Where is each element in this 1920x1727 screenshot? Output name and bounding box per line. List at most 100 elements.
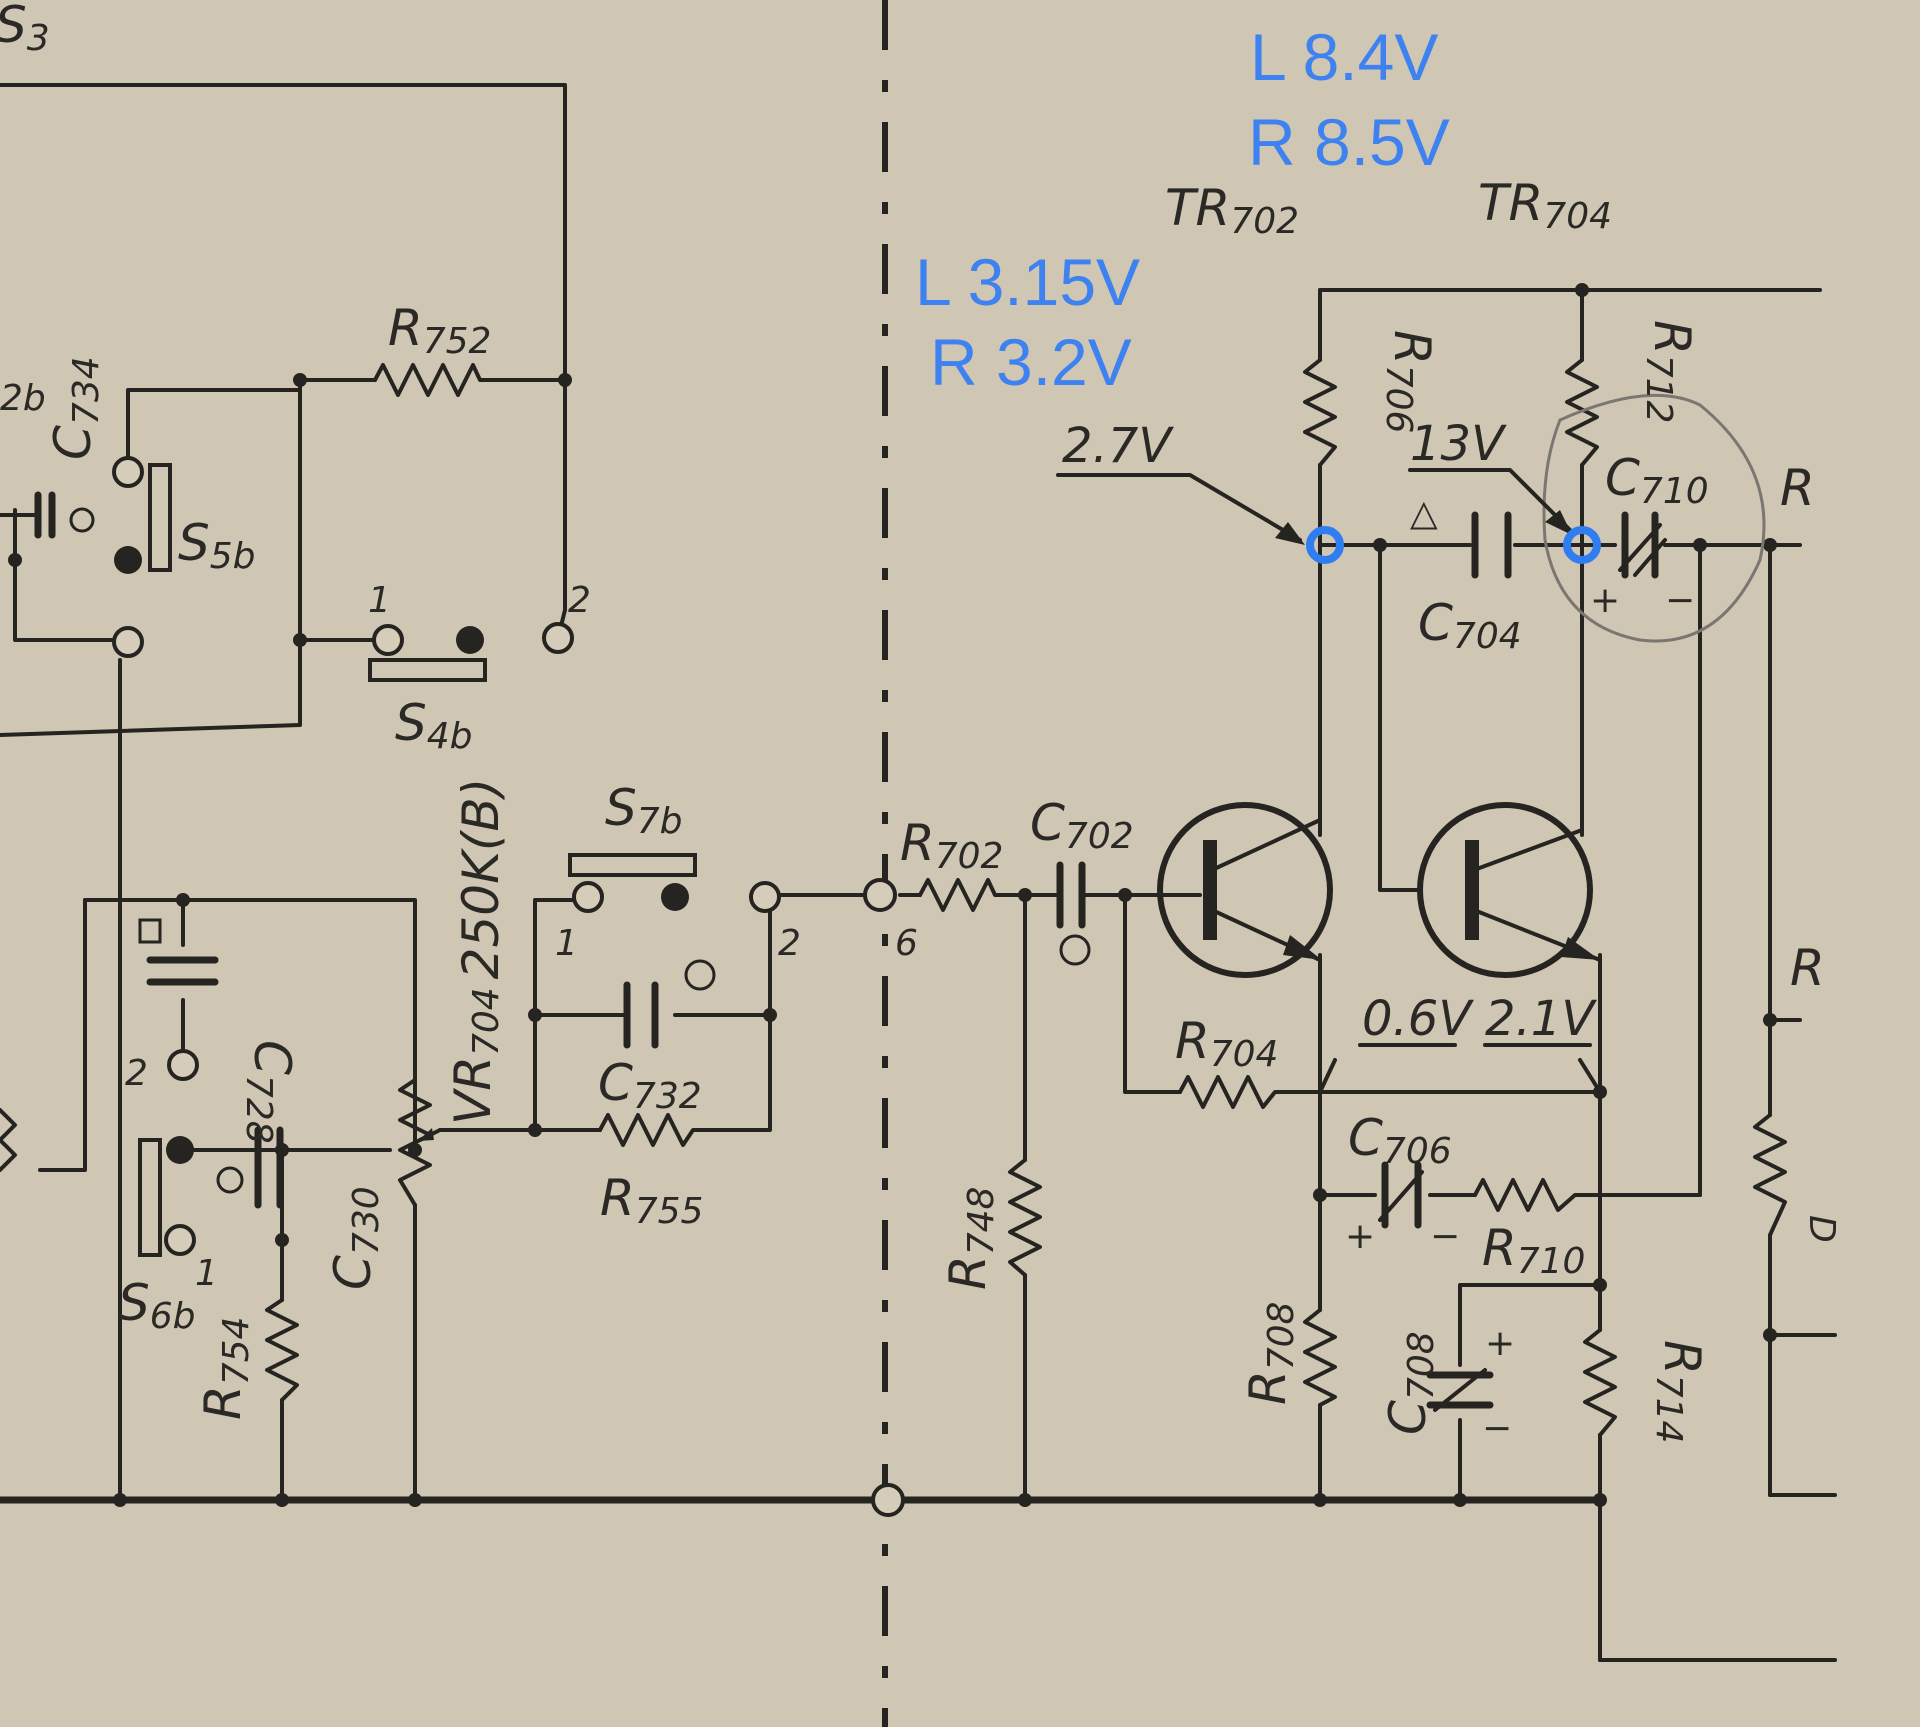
voltage-base: 2.7V xyxy=(1062,418,1174,474)
label-s4b-pin1: 1 xyxy=(368,580,391,621)
probe-marker-tr702-collector xyxy=(1306,526,1344,564)
left-section-wiring xyxy=(0,83,872,1507)
label-c728: C728 xyxy=(238,1040,301,1144)
label-c706-plus: + xyxy=(1345,1216,1375,1257)
label-r702: R702 xyxy=(900,814,1003,877)
label-c708: C708 xyxy=(1379,1331,1442,1435)
transistor-tr704 xyxy=(1417,802,1602,978)
label-r-edge-mid: R xyxy=(1790,939,1825,997)
label-c706-minus: − xyxy=(1430,1216,1460,1257)
capacitor-c728 xyxy=(138,918,219,986)
label-s7b: S7b xyxy=(605,779,683,842)
label-cut-left: 2b xyxy=(0,378,46,419)
switch-s7b xyxy=(568,853,781,913)
label-r708: R708 xyxy=(1239,1302,1302,1405)
resistor-r752 xyxy=(373,363,492,397)
switch-s6b xyxy=(138,1049,199,1257)
junction-dots xyxy=(8,283,1777,1507)
switches xyxy=(112,456,905,1517)
transistor-tr702 xyxy=(1157,802,1333,978)
label-r712: R712 xyxy=(1638,320,1701,423)
wire-top-loop xyxy=(0,83,567,382)
label-r748: R748 xyxy=(939,1187,1002,1290)
capacitor-c708 xyxy=(1426,1368,1494,1412)
label-c730: C730 xyxy=(324,1186,387,1290)
resistor-r754 xyxy=(265,1298,299,1402)
voltage-arrows xyxy=(1056,468,1592,1047)
resistor-r706 xyxy=(1303,358,1337,467)
label-c708-minus: − xyxy=(1482,1408,1512,1449)
label-c706: C706 xyxy=(1348,1109,1452,1172)
label-c710-minus: − xyxy=(1665,580,1695,621)
capacitor-c702 xyxy=(1056,861,1091,966)
label-s6b: S6b xyxy=(118,1274,196,1337)
voltage-annotations: 2.7V 13V 0.6V 2.1V xyxy=(1062,416,1597,1047)
label-s5b: S5b xyxy=(178,514,256,577)
voltage-emitter2: 2.1V xyxy=(1485,991,1597,1047)
voltage-emitter1: 0.6V xyxy=(1362,991,1474,1047)
capacitor-c730 xyxy=(216,1126,284,1209)
capacitor-c710 xyxy=(1618,511,1667,579)
connector-pin-6 xyxy=(863,878,897,912)
label-s4b: S4b xyxy=(395,694,473,757)
capacitor-c734 xyxy=(0,491,95,539)
capacitor-c704 xyxy=(1471,511,1512,579)
wire-s4b-right xyxy=(558,378,567,632)
resistor-edge-right xyxy=(1753,1113,1787,1237)
wire-s7b-left xyxy=(533,898,590,1017)
capacitors xyxy=(0,491,1667,1412)
measurement-right-r: R 8.5V xyxy=(1248,105,1450,179)
wire-s5b-bottom xyxy=(13,508,130,642)
label-r755: R755 xyxy=(600,1169,703,1232)
measurement-left-l: L 3.15V xyxy=(915,245,1140,319)
label-r714: R714 xyxy=(1648,1340,1711,1443)
label-r704: R704 xyxy=(1175,1012,1278,1075)
connector-ground xyxy=(871,1483,905,1517)
resistor-r710 xyxy=(1473,1178,1597,1212)
label-c704: C704 xyxy=(1418,594,1522,657)
component-labels: S3 2b C734 S5b R752 S4b 1 2 S7b 1 2 6 C7… xyxy=(0,0,1842,1449)
measurement-right-l: L 8.4V xyxy=(1250,20,1438,94)
wire-c728-loop xyxy=(83,898,417,1147)
resistor-edge-left xyxy=(0,1108,17,1172)
capacitor-c732 xyxy=(623,959,716,1049)
resistor-r755 xyxy=(598,1113,702,1147)
resistor-r748 xyxy=(1008,1158,1042,1277)
wire-c734-top xyxy=(126,388,302,467)
label-r710: R710 xyxy=(1482,1219,1585,1282)
resistor-r704 xyxy=(1178,1075,1287,1109)
switch-s4b xyxy=(368,622,574,682)
capacitor-c706 xyxy=(1378,1161,1424,1229)
wire-left-drop xyxy=(38,898,87,1172)
label-c728-pin2: 2 xyxy=(125,1053,148,1094)
label-c710-plus: + xyxy=(1590,580,1620,621)
label-tr702: TR702 xyxy=(1165,179,1299,242)
label-c708-plus: + xyxy=(1485,1323,1515,1364)
wire-c708-top xyxy=(1458,1283,1602,1367)
label-delta: △ xyxy=(1410,493,1438,534)
label-pin-6: 6 xyxy=(895,923,918,964)
probe-marker-c704-output xyxy=(1563,526,1601,564)
label-edge-d: D xyxy=(1801,1215,1842,1243)
wire-left-bus xyxy=(0,378,302,737)
label-c710: C710 xyxy=(1605,449,1709,512)
wire-r755-right xyxy=(698,903,772,1132)
resistor-r714 xyxy=(1583,1328,1617,1437)
label-c734: C734 xyxy=(44,356,107,460)
label-s3: S3 xyxy=(0,0,50,59)
wire-tr704-base xyxy=(1378,543,1422,892)
label-s6b-pin1: 1 xyxy=(195,1253,218,1294)
label-c702: C702 xyxy=(1030,794,1134,857)
measurement-left-r: R 3.2V xyxy=(930,325,1132,399)
pencil-annotation-circle xyxy=(1542,393,1766,643)
label-r-edge-top: R xyxy=(1780,459,1815,517)
switch-s5b xyxy=(112,456,172,658)
label-c732: C732 xyxy=(598,1054,702,1117)
label-r752: R752 xyxy=(388,299,491,362)
label-s4b-pin2: 2 xyxy=(568,580,591,621)
label-tr704: TR704 xyxy=(1478,174,1612,237)
wire-r704-left xyxy=(1123,893,1182,1094)
resistor-r702 xyxy=(918,878,1002,912)
label-r754: R754 xyxy=(194,1317,257,1420)
